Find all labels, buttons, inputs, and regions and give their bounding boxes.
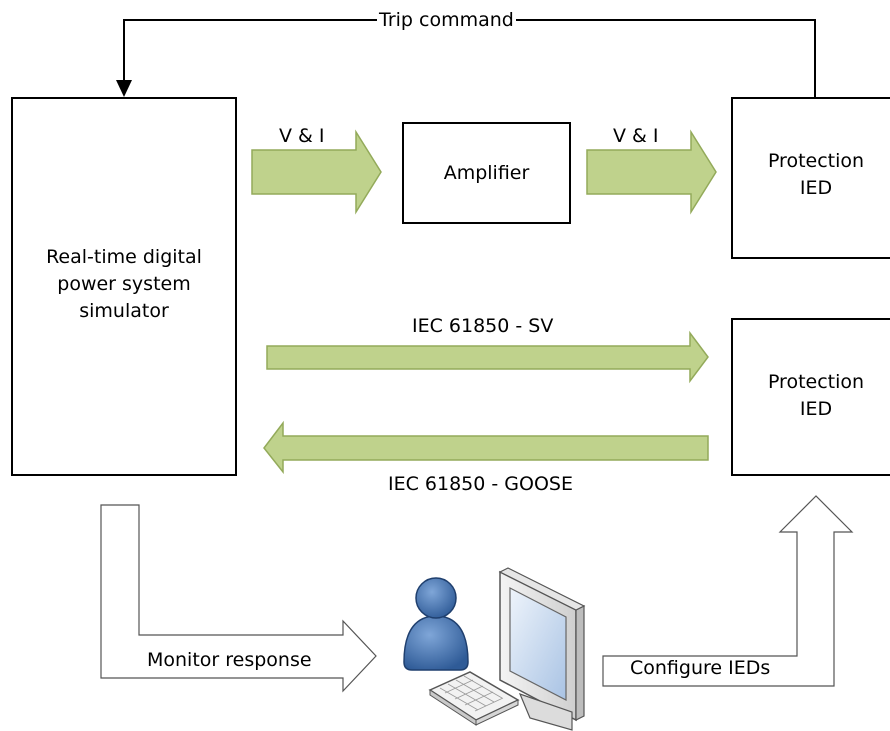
ied-bottom-label: Protection IED bbox=[742, 369, 890, 423]
monitor-response-label: Monitor response bbox=[147, 649, 312, 671]
simulator-line-1: Real-time digital bbox=[46, 246, 202, 268]
simulator-box bbox=[11, 97, 237, 476]
configure-ieds-arrow bbox=[602, 495, 854, 687]
amplifier-box bbox=[402, 122, 571, 224]
ied-bottom-box bbox=[731, 318, 890, 476]
monitor-response-arrow bbox=[100, 504, 377, 693]
simulator-line-3: simulator bbox=[79, 300, 169, 322]
ied-bottom-line-2: IED bbox=[799, 398, 833, 420]
keyboard-icon bbox=[428, 671, 520, 726]
goose-label: IEC 61850 - GOOSE bbox=[388, 473, 573, 495]
vi-to-amplifier-label: V & I bbox=[279, 125, 325, 147]
ied-top-label: Protection IED bbox=[742, 148, 890, 202]
sv-arrow bbox=[266, 330, 709, 384]
configure-ieds-label: Configure IEDs bbox=[630, 657, 771, 679]
goose-arrow bbox=[263, 420, 709, 475]
ied-bottom-line-1: Protection bbox=[767, 371, 865, 393]
vi-to-amplifier-arrow bbox=[251, 129, 382, 215]
sv-label: IEC 61850 - SV bbox=[412, 315, 554, 337]
user-icon bbox=[403, 577, 469, 671]
vi-to-ied-arrow bbox=[586, 129, 717, 215]
amplifier-text: Amplifier bbox=[443, 162, 530, 184]
simulator-line-2: power system bbox=[57, 273, 191, 295]
ied-top-line-1: Protection bbox=[767, 150, 865, 172]
ied-top-box bbox=[731, 97, 890, 259]
ied-top-line-2: IED bbox=[799, 177, 833, 199]
trip-command-label: Trip command bbox=[377, 8, 516, 32]
amplifier-label: Amplifier bbox=[403, 160, 570, 187]
simulator-label: Real-time digital power system simulator bbox=[12, 244, 236, 325]
trip-command-arrowhead bbox=[116, 80, 132, 97]
vi-to-ied-label: V & I bbox=[613, 125, 659, 147]
workstation-icon bbox=[498, 567, 586, 731]
